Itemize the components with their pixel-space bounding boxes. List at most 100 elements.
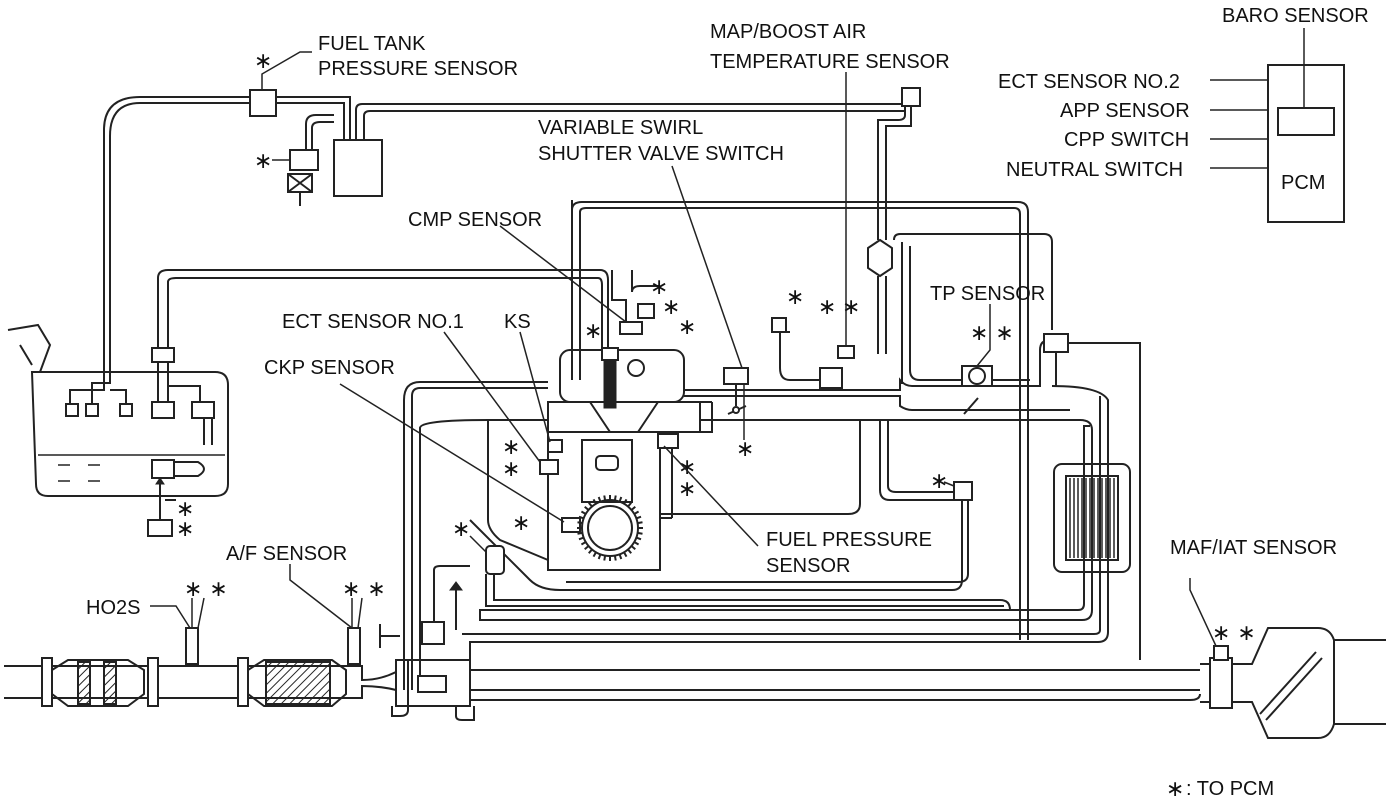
purge-valve [287, 173, 313, 193]
maf-iat-sensor-head [1213, 645, 1229, 661]
crank-tooth [578, 536, 585, 541]
catalyst-1 [51, 659, 145, 707]
canister-vent [305, 114, 334, 150]
egr-actuator-lead [469, 535, 487, 553]
crank-tooth [633, 510, 640, 515]
map-section [845, 72, 921, 354]
evap-section [249, 51, 905, 206]
fuel-ripples [58, 464, 100, 482]
boost-sensor-small [771, 317, 787, 333]
vent-line-1 [69, 96, 252, 404]
egr-pipe-3 [419, 419, 489, 690]
catalyst-2-brick [265, 661, 331, 705]
crank-tooth [630, 545, 636, 550]
fuel-pump-pcm-mark: ∗ [176, 497, 194, 522]
swirl-valve-switch [723, 367, 749, 385]
egr-lines [403, 381, 1200, 690]
injector-top [601, 347, 619, 361]
fuel-rail [660, 401, 713, 433]
air-intake [1189, 578, 1386, 739]
cmp-sensor [619, 321, 643, 335]
fuel-pump-relay [147, 519, 173, 537]
map-port [837, 345, 855, 359]
vnt-arrow [449, 581, 463, 591]
ckp-sensor-label: CKP SENSOR [264, 357, 395, 379]
vent-line-2 [91, 102, 252, 404]
crank-tooth [592, 498, 597, 505]
piston-pin [595, 455, 619, 471]
maf-flange [1200, 663, 1210, 703]
vent-line-3 [110, 389, 127, 404]
ect-sensor-no1 [539, 459, 559, 475]
pump-lead [159, 478, 176, 520]
exhaust-flange-2 [147, 657, 159, 707]
intake-manifold [684, 233, 1141, 660]
ect-head-pcm-mark: ∗ [678, 315, 696, 340]
head-gasket [547, 401, 701, 433]
block-return [660, 419, 861, 515]
crank-tooth [580, 510, 587, 515]
tank-valve-4 [151, 401, 175, 419]
swirl-label-line1: VARIABLE SWIRL [538, 117, 703, 139]
crank-tooth [613, 555, 617, 561]
legend-symbol: ∗ [1166, 777, 1184, 801]
crank-tooth [603, 495, 607, 501]
throttle-plate [963, 397, 979, 415]
turbocharger [395, 659, 471, 707]
fuel-supply-line [157, 269, 609, 355]
engine [487, 199, 1029, 640]
crank-tooth [584, 545, 590, 550]
crank-tooth [597, 496, 602, 503]
fuel-tank [7, 96, 609, 537]
map-pcm-mark-2: ∗ [842, 295, 860, 320]
fuel-pump-head [174, 461, 205, 477]
knock-pcm-mark: ∗ [502, 435, 520, 460]
swirl-pcm-mark: ∗ [736, 437, 754, 462]
egr-solenoid [953, 481, 973, 501]
baro-sensor-label: BARO SENSOR [1222, 5, 1369, 27]
ect-sensor-no2-label: ECT SENSOR NO.2 [998, 71, 1180, 93]
cmp-pcm-mark: ∗ [650, 275, 668, 300]
fuel-return-line [167, 277, 603, 355]
crank-tooth [633, 541, 640, 546]
swirl-label-line2: SHUTTER VALVE SWITCH [538, 143, 784, 165]
purge-pcm-mark: ∗ [254, 149, 272, 174]
purge-solenoid [289, 149, 319, 171]
glow-plug [627, 359, 645, 377]
cpp-switch-label: CPP SWITCH [1064, 129, 1189, 151]
fuel-pressure-lead [660, 448, 673, 519]
crank-tooth [635, 536, 642, 541]
af-sensor-label: A/F SENSOR [226, 543, 347, 565]
ckp-pcm-mark: ∗ [512, 511, 530, 536]
crank-tooth [588, 548, 593, 554]
crank-tooth [623, 551, 628, 558]
ckp-sensor [561, 517, 581, 533]
charge-air-loop-2 [462, 385, 1200, 671]
injector [603, 359, 617, 409]
tank-valve-3 [119, 403, 133, 417]
neutral-switch-label: NEUTRAL SWITCH [1006, 159, 1183, 181]
crank-tooth [578, 515, 585, 520]
ftp-leader [261, 51, 312, 90]
egr-sol-pcm-mark: ∗ [930, 469, 948, 494]
fuel-tank-body [30, 371, 229, 497]
filler-neck [7, 323, 52, 373]
cylinder-head [559, 349, 685, 403]
app-sensor-label: APP SENSOR [1060, 100, 1190, 122]
ho2s-leads [191, 597, 205, 629]
ks-label: KS [504, 311, 531, 333]
maf-iat-sensor-label: MAF/IAT SENSOR [1170, 537, 1337, 559]
tank-valve-1 [65, 403, 79, 417]
egr-sol-lead [943, 481, 955, 487]
injector-pcm-mark: ∗ [584, 319, 602, 344]
crank-tooth [584, 506, 590, 511]
charge-air-loop [479, 419, 1093, 621]
intake-air-valve [1043, 333, 1069, 353]
turbo-housings [391, 660, 475, 721]
pcm-label: PCM [1281, 172, 1325, 194]
intake-air-hose [1055, 342, 1141, 660]
crank-tooth [588, 502, 593, 508]
pcm-box [1267, 64, 1345, 223]
purge-line [355, 103, 905, 140]
